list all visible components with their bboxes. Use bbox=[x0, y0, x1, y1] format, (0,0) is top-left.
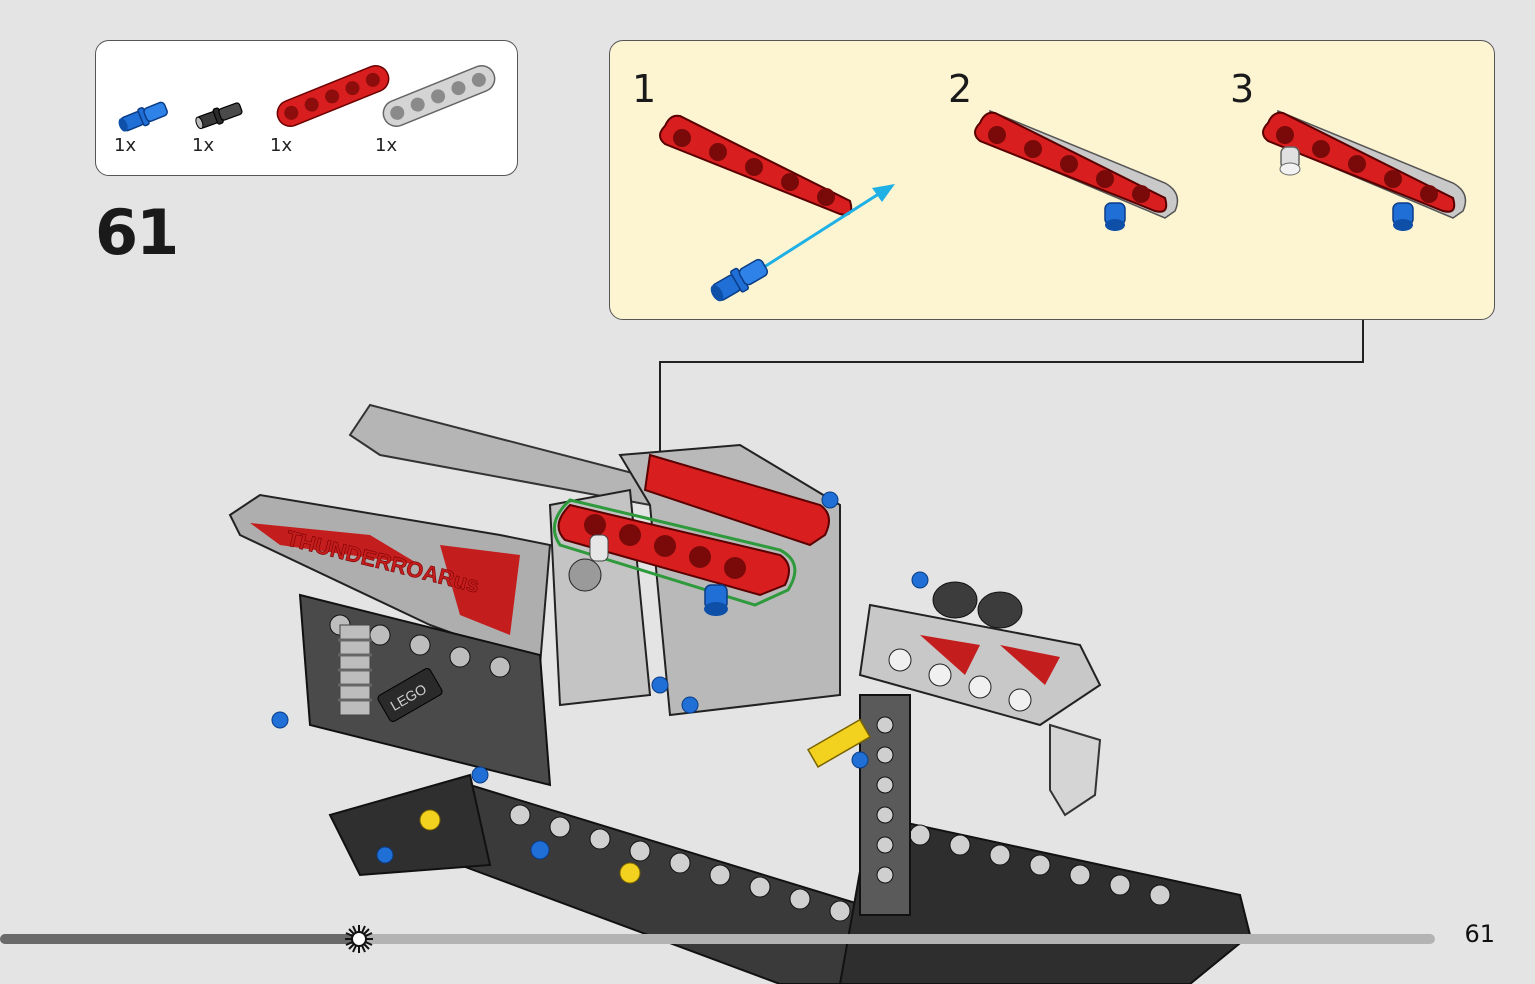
red-beam-icon bbox=[276, 65, 390, 127]
blue-pin-icon bbox=[1104, 202, 1126, 231]
gray-pin-icon bbox=[1279, 146, 1301, 176]
substep-number-2: 2 bbox=[948, 67, 973, 111]
substep-number-1: 1 bbox=[632, 67, 657, 111]
blue-pin-icon bbox=[710, 258, 769, 302]
progress-bar bbox=[0, 925, 1435, 953]
part-qty-black-pin: 1x bbox=[192, 135, 215, 156]
substep-3-illustration bbox=[1262, 109, 1467, 231]
blue-pin-icon bbox=[118, 101, 168, 132]
part-qty-blue-pin: 1x bbox=[114, 135, 137, 156]
progress-marker-sun-icon bbox=[345, 925, 373, 953]
black-pin-icon bbox=[195, 102, 243, 130]
gray-beam-icon bbox=[382, 65, 496, 127]
blue-pin-icon bbox=[1392, 202, 1414, 231]
part-qty-red-beam: 1x bbox=[270, 135, 293, 156]
substep-number-3: 3 bbox=[1230, 67, 1255, 111]
model-illustration: THUNDERROARus LEGO bbox=[228, 403, 1252, 984]
progress-fill bbox=[0, 934, 359, 944]
insert-arrow-icon bbox=[749, 186, 889, 278]
parts-list-box: 1x 1x 1x 1x bbox=[95, 40, 518, 176]
substep-1-illustration bbox=[659, 114, 895, 302]
page-number: 61 bbox=[1464, 920, 1495, 948]
substep-2-illustration bbox=[974, 109, 1179, 231]
subassembly-callout: 1 2 3 bbox=[609, 40, 1495, 320]
step-number: 61 bbox=[95, 196, 179, 269]
part-qty-gray-beam: 1x bbox=[375, 135, 398, 156]
